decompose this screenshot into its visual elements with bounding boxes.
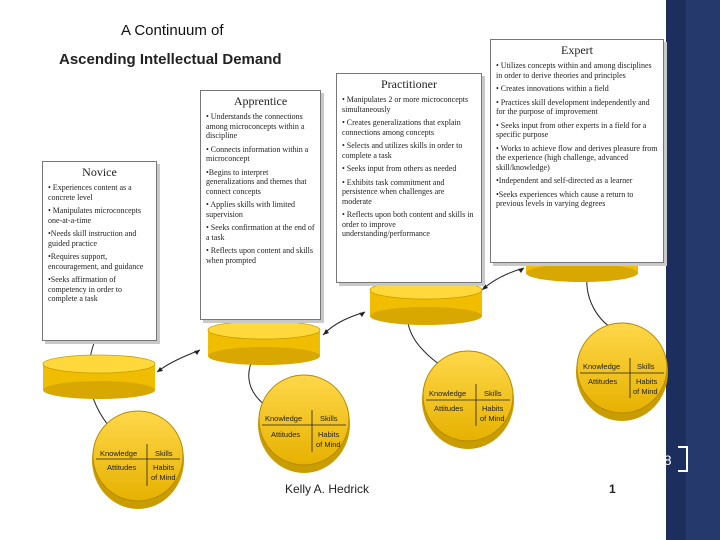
apprentice-item: •Begins to interpret generalizations and… bbox=[206, 167, 307, 196]
disk-novice-attitudes: Attitudes bbox=[107, 463, 136, 472]
arrow-3-head-a bbox=[482, 284, 488, 290]
expert-item: • Works to achieve flow and derives plea… bbox=[496, 143, 658, 172]
practitioner-list: • Manipulates 2 or more microconcepts si… bbox=[337, 95, 481, 239]
arrow-1-head-a bbox=[157, 367, 163, 372]
slide-number-bracket bbox=[678, 446, 688, 472]
arrow-3-head-b bbox=[518, 268, 524, 273]
apprentice-list: • Understands the connections among micr… bbox=[201, 112, 320, 265]
disk-apprentice-of-mind: of Mind bbox=[316, 440, 341, 449]
practitioner-item: • Creates generalizations that explain c… bbox=[342, 118, 461, 137]
cylinder-novice bbox=[42, 354, 156, 399]
slide-number: 28 bbox=[656, 452, 672, 468]
expert-item: • Seeks input from other experts in a fi… bbox=[496, 120, 647, 140]
disk-expert-knowledge: Knowledge bbox=[583, 362, 620, 371]
novice-list: • Experiences content as a concrete leve… bbox=[43, 183, 156, 304]
disk-practitioner-skills: Skills bbox=[484, 389, 502, 398]
expert-title: Expert bbox=[561, 43, 593, 57]
disk-novice-skills: Skills bbox=[155, 449, 173, 458]
disk-apprentice-habits: Habits bbox=[318, 430, 340, 439]
arrow-2 bbox=[322, 311, 366, 336]
disk-novice-of-mind: of Mind bbox=[151, 473, 176, 482]
practitioner-box: Practitioner • Manipulates 2 or more mic… bbox=[336, 73, 482, 283]
disk-expert-attitudes: Attitudes bbox=[588, 377, 617, 386]
practitioner-item: • Exhibits task commitment and persisten… bbox=[342, 177, 445, 206]
expert-item: • Practices skill development independen… bbox=[496, 97, 650, 117]
cylinder-apprentice bbox=[207, 320, 321, 365]
novice-item: • Manipulates microconcepts one-at-a-tim… bbox=[48, 206, 141, 225]
side-band-outer bbox=[686, 0, 720, 540]
title-line-1: A Continuum of bbox=[121, 22, 224, 39]
novice-item: • Experiences content as a concrete leve… bbox=[48, 183, 132, 202]
expert-item: •Seeks experiences which cause a return … bbox=[496, 189, 634, 209]
apprentice-item: • Applies skills with limited supervisio… bbox=[206, 200, 296, 219]
novice-item: •Needs skill instruction and guided prac… bbox=[48, 229, 137, 248]
side-band bbox=[666, 0, 720, 540]
disk-apprentice-skills: Skills bbox=[320, 414, 338, 423]
novice-title: Novice bbox=[82, 165, 117, 179]
practitioner-item: • Selects and utilizes skills in order t… bbox=[342, 141, 463, 160]
cylinder-practitioner bbox=[369, 280, 483, 325]
apprentice-item: • Seeks confirmation at the end of a tas… bbox=[206, 223, 315, 242]
disk-novice-habits: Habits bbox=[153, 463, 175, 472]
expert-item: • Utilizes concepts within and among dis… bbox=[496, 61, 652, 80]
arrow-3 bbox=[481, 267, 525, 291]
title-line-2: Ascending Intellectual Demand bbox=[59, 51, 282, 68]
disk-practitioner-of-mind: of Mind bbox=[480, 414, 505, 423]
arrow-1 bbox=[156, 349, 201, 373]
novice-box: Novice • Experiences content as a concre… bbox=[42, 161, 157, 341]
page-number: 1 bbox=[609, 482, 616, 496]
expert-item: • Creates innovations within a field bbox=[496, 84, 609, 93]
disk-novice-knowledge: Knowledge bbox=[100, 449, 137, 458]
arrow-2-head-b bbox=[359, 312, 365, 317]
author-name: Kelly A. Hedrick bbox=[285, 482, 370, 496]
apprentice-title: Apprentice bbox=[233, 94, 288, 108]
apprentice-item: • Understands the connections among micr… bbox=[206, 112, 305, 140]
disk-apprentice-knowledge: Knowledge bbox=[265, 414, 302, 423]
side-band-inner bbox=[666, 0, 686, 540]
apprentice-box: Apprentice • Understands the connections… bbox=[200, 90, 321, 320]
disk-novice bbox=[92, 410, 184, 509]
arrow-1-head-b bbox=[194, 350, 200, 355]
practitioner-item: • Seeks input from others as needed bbox=[342, 164, 457, 173]
expert-list: • Utilizes concepts within and among dis… bbox=[491, 61, 663, 209]
expert-box: Expert • Utilizes concepts within and am… bbox=[490, 39, 664, 263]
disk-practitioner-attitudes: Attitudes bbox=[434, 404, 463, 413]
practitioner-item: • Manipulates 2 or more microconcepts si… bbox=[342, 95, 469, 114]
apprentice-item: • Connects information within a microcon… bbox=[206, 144, 309, 164]
disk-expert-skills: Skills bbox=[637, 362, 655, 371]
disk-expert-of-mind: of Mind bbox=[633, 387, 658, 396]
disk-practitioner-habits: Habits bbox=[482, 404, 504, 413]
disk-apprentice-attitudes: Attitudes bbox=[271, 430, 300, 439]
novice-item: •Requires support, encouragement, and gu… bbox=[48, 252, 144, 271]
disk-practitioner-knowledge: Knowledge bbox=[429, 389, 466, 398]
practitioner-title: Practitioner bbox=[381, 77, 437, 91]
disk-expert bbox=[576, 322, 668, 421]
disk-expert-habits: Habits bbox=[636, 377, 658, 386]
expert-item: •Independent and self-directed as a lear… bbox=[496, 176, 633, 185]
novice-item: •Seeks affirmation of competency in orde… bbox=[48, 275, 122, 303]
arrow-2-head-a bbox=[323, 329, 329, 335]
apprentice-item: • Reflects upon content and skills when … bbox=[206, 246, 314, 265]
practitioner-item: • Reflects upon both content and skills … bbox=[342, 210, 474, 238]
disk-practitioner bbox=[422, 350, 514, 449]
disk-apprentice bbox=[258, 374, 350, 473]
